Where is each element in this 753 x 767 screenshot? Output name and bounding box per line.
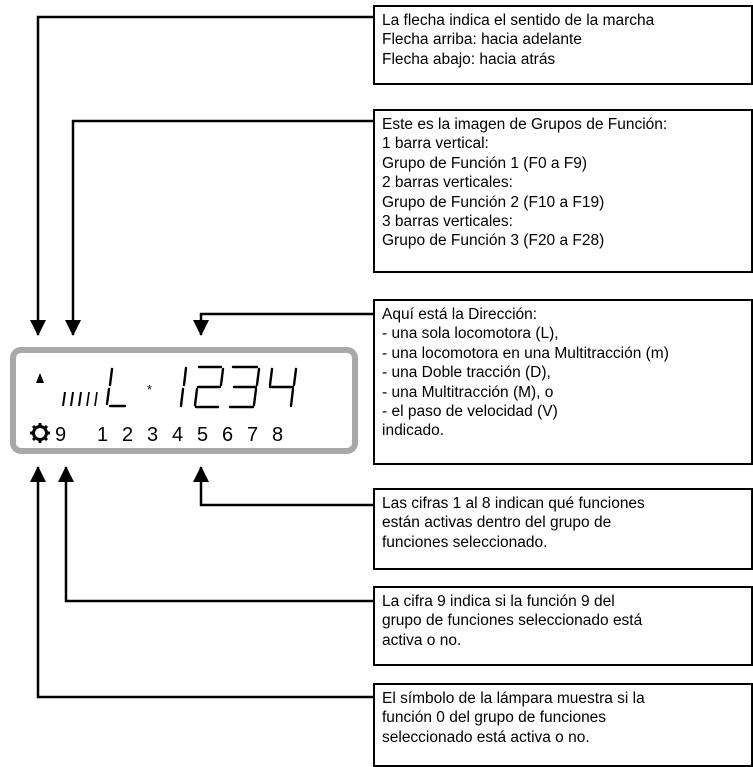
note-direction-arrow: La flecha indica el sentido de la marcha…	[373, 5, 753, 85]
connector-direction-arrow	[30, 15, 374, 336]
note-line: - una Doble tracción (D),	[382, 364, 551, 382]
function-digit-9: 9	[55, 424, 66, 446]
lcd-digit-1	[179, 366, 188, 408]
note-function-groups: Este es la imagen de Grupos de Función: …	[373, 109, 753, 273]
note-line: Aquí está la Dirección:	[382, 306, 538, 323]
function-digit: 7	[247, 424, 258, 446]
lcd-digit-4	[268, 367, 298, 408]
lcd-digit-2	[193, 365, 225, 409]
speed-step-asterisk: *	[147, 382, 152, 397]
function-digit: 5	[197, 424, 208, 446]
lcd-digit-3	[228, 365, 261, 409]
note-line: Grupo de Función 3 (F20 a F28)	[382, 232, 605, 250]
note-line: funciones seleccionado.	[382, 533, 548, 551]
note-line: Grupo de Función 1 (F0 a F9)	[382, 154, 588, 172]
note-line: seleccionado está activa o no.	[382, 728, 590, 746]
note-line: 1 barra vertical:	[382, 135, 489, 153]
note-line: Este es la imagen de Grupos de Función:	[382, 116, 668, 133]
function-digit: 6	[222, 424, 233, 446]
address-type-l-segment	[105, 367, 127, 408]
connector-functions-1-8	[193, 466, 374, 507]
note-function-9: La cifra 9 indica si la función 9 del gr…	[373, 586, 753, 666]
function-group-bars	[62, 391, 82, 407]
function-digit: 1	[97, 424, 108, 446]
connector-lamp	[30, 466, 374, 699]
lamp-icon	[30, 423, 50, 443]
note-line: Flecha abajo: hacia atrás	[382, 50, 556, 68]
note-line: Las cifras 1 al 8 indican qué funciones	[382, 495, 645, 512]
function-digit: 2	[122, 424, 133, 446]
note-line: grupo de funciones seleccionado está	[382, 612, 643, 630]
function-digit: 4	[172, 424, 183, 446]
note-line: indicado.	[382, 422, 445, 440]
note-functions-1-8: Las cifras 1 al 8 indican qué funciones …	[373, 488, 753, 570]
connector-address	[193, 312, 374, 336]
note-lamp: El símbolo de la lámpara muestra si la f…	[373, 683, 753, 767]
note-line: Grupo de Función 2 (F10 a F19)	[382, 193, 605, 211]
note-line: - el paso de velocidad (V)	[382, 403, 558, 421]
note-address: Aquí está la Dirección: - una sola locom…	[373, 299, 753, 465]
note-line: - una Multitracción (M), o	[382, 383, 554, 401]
note-line: activa o no.	[382, 631, 462, 649]
function-digits-row: 9 1 2 3 4 5 6 7 8	[55, 424, 283, 446]
connector-function-group	[65, 119, 374, 336]
function-digit: 8	[272, 424, 283, 446]
note-line: La cifra 9 indica si la función 9 del	[382, 593, 615, 610]
note-line: 2 barras verticales:	[382, 174, 513, 192]
note-line: - una sola locomotora (L),	[382, 325, 559, 343]
note-line: - una locomotora en una Multitracción (m…	[382, 344, 669, 362]
direction-up-icon	[36, 373, 44, 383]
function-digit: 3	[147, 424, 158, 446]
note-line: El símbolo de la lámpara muestra si la	[382, 690, 645, 707]
function-group-bars-2	[86, 391, 98, 407]
lcd-display	[10, 347, 358, 454]
note-line: están activas dentro del grupo de	[382, 514, 612, 532]
note-line: La flecha indica el sentido de la marcha	[382, 12, 655, 29]
note-line: función 0 del grupo de funciones	[382, 709, 607, 727]
connector-function-9	[58, 466, 374, 603]
note-line: 3 barras verticales:	[382, 213, 513, 231]
note-line: Flecha arriba: hacia adelante	[382, 31, 582, 49]
